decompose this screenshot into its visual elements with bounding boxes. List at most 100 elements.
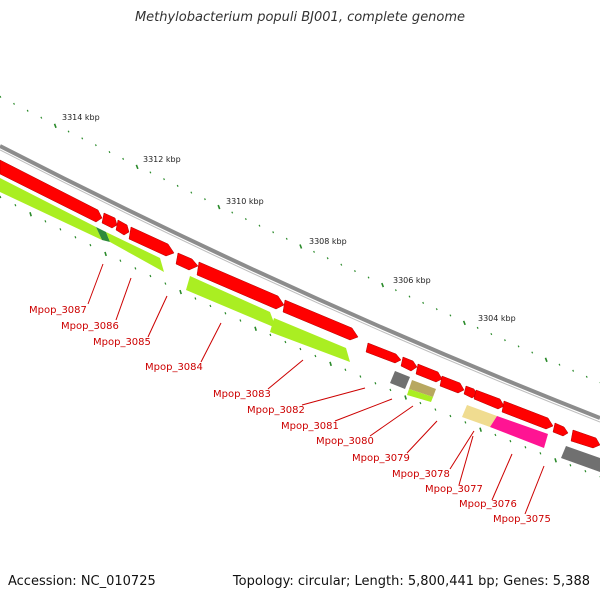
scale-dot (408, 295, 411, 298)
inner-tick (44, 220, 47, 223)
cds-reverse-4[interactable] (270, 318, 350, 362)
cds-reverse-1[interactable] (0, 178, 102, 240)
scale-dot (26, 109, 29, 112)
scale-dot (490, 333, 493, 336)
gene-label-3078[interactable]: Mpop_3078 (392, 469, 450, 480)
inner-tick (119, 259, 122, 262)
scale-dot (272, 231, 275, 234)
feature-grey-1[interactable] (390, 371, 410, 389)
inner-ticks (0, 195, 600, 478)
scale-dot (462, 320, 466, 326)
scale-dot (244, 218, 247, 221)
scale-dot (258, 224, 261, 227)
inner-tick (449, 414, 452, 418)
gene-label-3075[interactable]: Mpop_3075 (493, 514, 551, 525)
inner-tick (584, 469, 587, 473)
scale-dot (558, 363, 561, 366)
cds-forward-3[interactable] (115, 219, 130, 236)
cds-reverse-3[interactable] (186, 276, 276, 328)
gene-label-3087[interactable]: Mpop_3087 (29, 305, 87, 316)
kbp-label-3304: 3304 kbp (478, 314, 516, 323)
kbp-label-3314: 3314 kbp (62, 113, 100, 122)
scale-dot (149, 171, 152, 174)
kbp-label-3306: 3306 kbp (393, 276, 431, 285)
inner-tick (509, 439, 512, 443)
gene-label-3080[interactable]: Mpop_3080 (316, 436, 374, 447)
genome-summary-text: Topology: circular; Length: 5,800,441 bp… (232, 574, 590, 589)
inner-tick (479, 427, 482, 432)
gene-label-3076[interactable]: Mpop_3076 (459, 499, 517, 510)
cds-forward-15[interactable] (552, 422, 569, 437)
scale-dot (231, 211, 234, 214)
inner-tick (74, 236, 77, 239)
cds-forward-4[interactable] (128, 226, 175, 257)
leader-3085 (147, 295, 168, 338)
scale-dot (544, 357, 548, 363)
cds-forward-7[interactable] (282, 299, 359, 341)
leader-3087 (87, 263, 104, 305)
inner-tick (239, 319, 242, 322)
cds-forward-14[interactable] (501, 400, 554, 430)
scale-dot (299, 244, 303, 249)
cds-forward-10[interactable] (415, 363, 443, 383)
cds-reverse-5[interactable] (407, 389, 433, 402)
feature-olive[interactable] (409, 380, 436, 397)
gene-label-3079[interactable]: Mpop_3079 (352, 453, 410, 464)
kbp-label-3308: 3308 kbp (309, 237, 347, 246)
leader-3084 (200, 322, 222, 363)
scale-dot (354, 270, 356, 273)
cds-forward-11[interactable] (439, 375, 465, 394)
reverse-cds-group (0, 178, 600, 472)
inner-tick (329, 361, 332, 367)
feature-grey-2[interactable] (561, 446, 600, 472)
feature-magenta[interactable] (490, 416, 548, 448)
scale-dot (435, 308, 438, 311)
cds-forward-8[interactable] (365, 342, 402, 364)
scale-dot (449, 314, 452, 317)
accession-text: Accession: NC_010725 (8, 574, 156, 589)
scale-dots (0, 95, 600, 384)
gene-label-3084[interactable]: Mpop_3084 (145, 362, 203, 373)
scale-dot (326, 257, 329, 260)
inner-tick (494, 433, 497, 437)
scale-dot (204, 198, 206, 201)
backbone-group (0, 144, 600, 423)
leader-3086 (115, 277, 132, 321)
cds-forward-16[interactable] (570, 429, 600, 449)
cds-reverse-2[interactable] (106, 232, 164, 272)
inner-tick (404, 395, 407, 400)
scale-dot (67, 130, 70, 133)
leader-3082 (301, 387, 366, 406)
feature-tan[interactable] (462, 405, 497, 427)
leader-3076 (491, 453, 513, 501)
inner-tick (59, 228, 62, 231)
inner-tick (179, 289, 182, 295)
leader-3078 (449, 430, 475, 470)
cds-forward-5[interactable] (175, 252, 199, 271)
cds-forward-13[interactable] (473, 389, 505, 410)
scale-dot (340, 263, 343, 266)
scale-dot (176, 184, 179, 187)
cds-forward-1[interactable] (0, 159, 103, 223)
gene-label-3086[interactable]: Mpop_3086 (61, 321, 119, 332)
gene-label-3085[interactable]: Mpop_3085 (93, 337, 151, 348)
gene-label-3083[interactable]: Mpop_3083 (213, 389, 271, 400)
gene-label-3081[interactable]: Mpop_3081 (281, 421, 339, 432)
scale-dot (517, 345, 520, 348)
gene-label-3082[interactable]: Mpop_3082 (247, 405, 305, 416)
scale-dot (0, 95, 2, 98)
cds-forward-9[interactable] (400, 356, 418, 372)
inner-tick (89, 243, 92, 247)
forward-cds-group (0, 159, 600, 449)
inner-tick (359, 375, 362, 378)
scale-dot (190, 191, 193, 194)
scale-dot (53, 123, 57, 129)
cds-forward-6[interactable] (196, 261, 285, 310)
gene-label-3077[interactable]: Mpop_3077 (425, 484, 483, 495)
scale-dot (504, 339, 506, 342)
cds-forward-2[interactable] (101, 212, 118, 229)
scale-dot (476, 326, 479, 329)
cds-highlight-green[interactable] (96, 227, 110, 242)
inner-tick (209, 304, 212, 308)
